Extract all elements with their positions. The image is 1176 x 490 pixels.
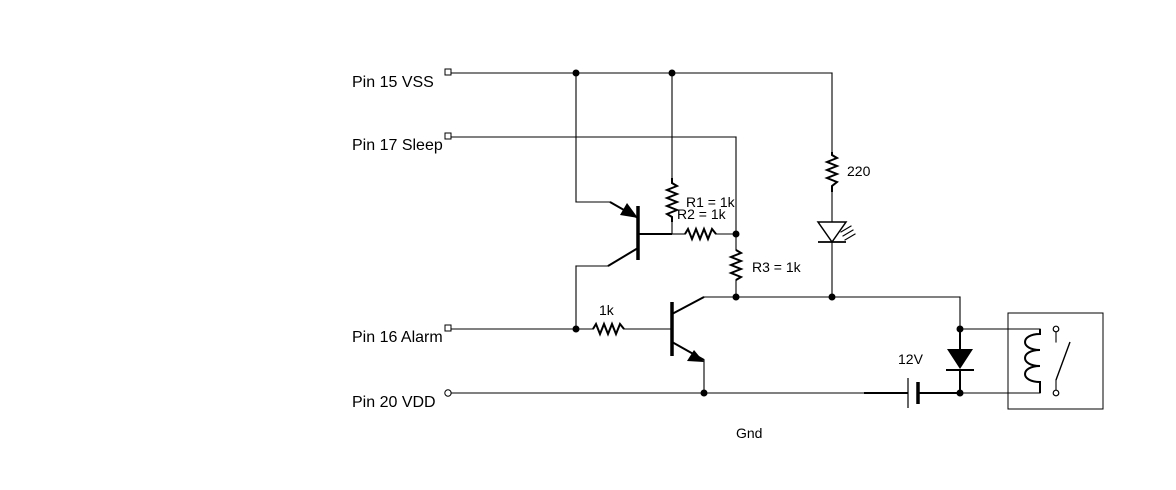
sleep-line — [450, 136, 737, 235]
pnp-transistor-q1 — [575, 201, 672, 330]
r3-resistor — [728, 249, 744, 281]
pin-16-terminal — [444, 324, 452, 332]
npn-transistor-q2 — [670, 296, 705, 394]
led-resistor — [824, 152, 840, 192]
collector-node-wire — [703, 296, 961, 330]
r2-resistor — [684, 226, 717, 242]
r1-resistor — [664, 178, 680, 222]
r1-label: R1 = 1k — [686, 194, 736, 210]
base-resistor-label: 1k — [599, 302, 615, 318]
junction-dots — [572, 69, 964, 397]
r3-label: R3 = 1k — [752, 259, 802, 275]
flyback-diode — [946, 329, 974, 393]
pin-20-vdd-label: Pin 20 VDD — [352, 394, 436, 411]
base-resistor — [592, 321, 625, 337]
ground-label: Gnd — [736, 425, 762, 441]
relay-contact-bottom — [1052, 389, 1060, 397]
relay-contact-top — [1052, 325, 1060, 333]
pin-16-alarm-label: Pin 16 Alarm — [352, 329, 443, 346]
r2-label: R2 = 1k — [677, 206, 727, 222]
pin-15-terminal — [444, 68, 452, 76]
led — [816, 221, 856, 244]
pin-15-vss-label: Pin 15 VSS — [352, 74, 434, 91]
relay — [1007, 312, 1104, 410]
pin-17-sleep-label: Pin 17 Sleep — [352, 137, 443, 154]
battery — [907, 378, 920, 408]
battery-label: 12V — [898, 351, 924, 367]
pin-17-terminal — [444, 132, 452, 140]
relay-coil — [1024, 329, 1041, 393]
pin-20-terminal — [444, 389, 452, 397]
relay-switch — [1055, 341, 1071, 381]
led-resistor-label: 220 — [847, 163, 871, 179]
